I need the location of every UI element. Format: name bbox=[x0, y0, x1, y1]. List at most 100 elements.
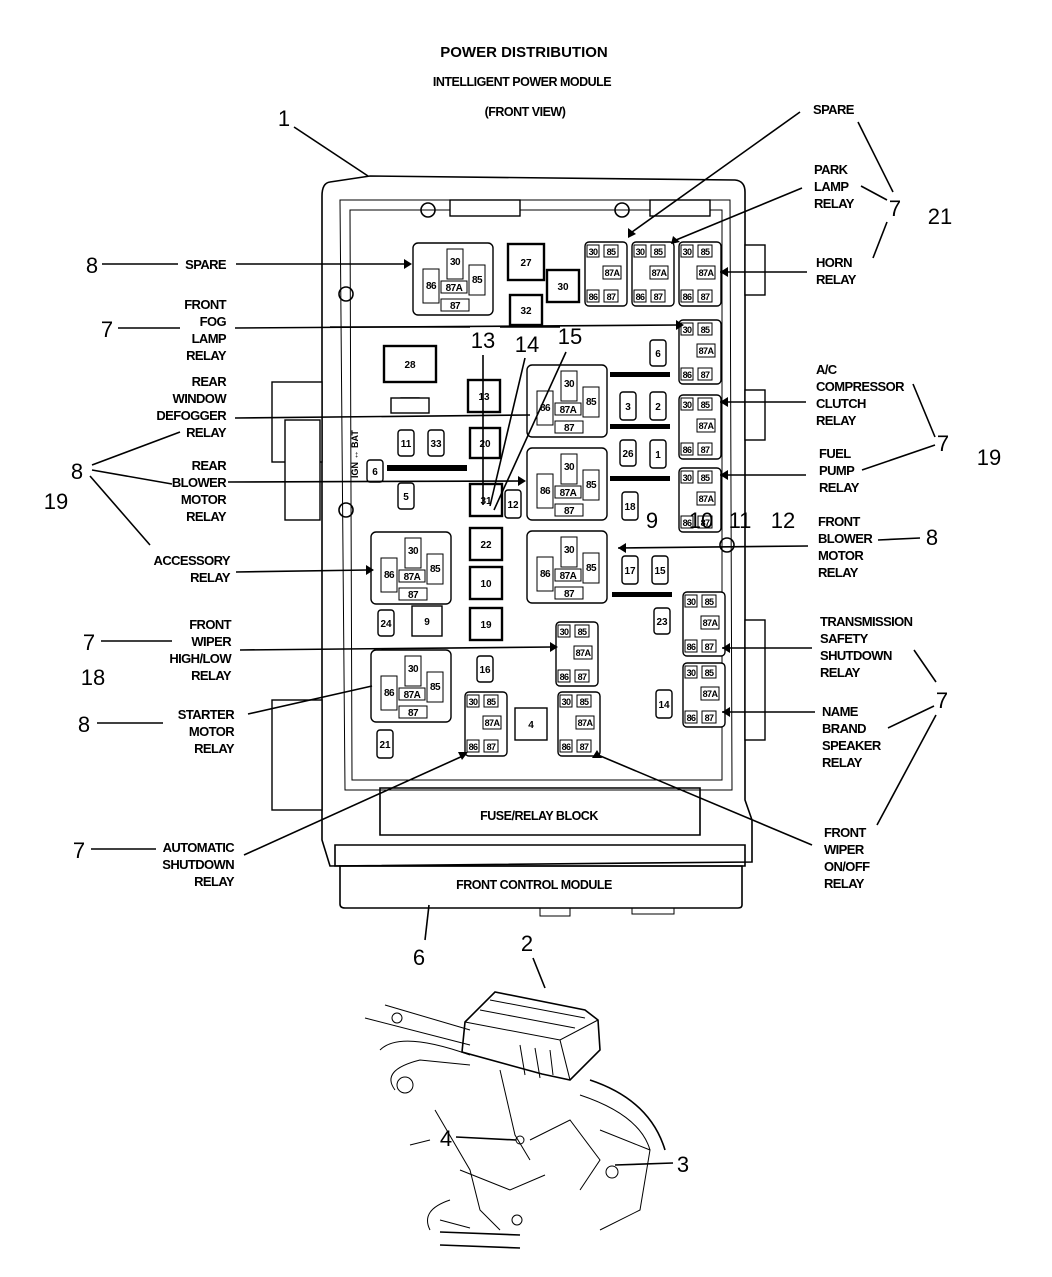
relay-pin-87a: 87A bbox=[404, 572, 421, 583]
mini-fuse-number: 17 bbox=[624, 566, 636, 577]
relay-pin-86: 86 bbox=[683, 292, 692, 302]
mini-fuse-18: 18 bbox=[621, 491, 639, 521]
label-name-brand-speaker-relay-line: SPEAKER bbox=[822, 738, 882, 753]
label-front-wiper-on-off-relay-line: WIPER bbox=[824, 842, 865, 857]
mini-fuse-3: 3 bbox=[619, 391, 637, 421]
svg-text:9: 9 bbox=[424, 617, 430, 628]
callout-9: 9 bbox=[646, 508, 658, 533]
relay-pin-87: 87 bbox=[487, 742, 496, 752]
mini-fuse-5: 5 bbox=[397, 482, 415, 510]
label-ac-compressor-clutch-relay-line: CLUTCH bbox=[816, 396, 866, 411]
relay-pin-87: 87 bbox=[578, 672, 587, 682]
label-spare-left-line: SPARE bbox=[185, 257, 227, 272]
mini-fuse-number: 11 bbox=[401, 439, 412, 450]
relay-pin-87a: 87A bbox=[560, 488, 577, 499]
relay-pin-87: 87 bbox=[450, 301, 461, 312]
relay-pin-85: 85 bbox=[430, 564, 441, 575]
label-name-brand-speaker-relay-line: BRAND bbox=[822, 721, 866, 736]
relay-pin-30: 30 bbox=[408, 546, 419, 557]
relay-pin-85: 85 bbox=[705, 668, 714, 678]
label-starter-motor-relay-line: RELAY bbox=[194, 741, 235, 756]
mini-fuse-26: 26 bbox=[619, 439, 637, 467]
maxi-fuse-4: 4 bbox=[514, 707, 548, 741]
svg-text:13: 13 bbox=[478, 392, 490, 403]
relay-pin-30: 30 bbox=[687, 597, 696, 607]
callout-7-wiper-hl: 7 bbox=[83, 630, 95, 655]
fuse-strip-bar bbox=[610, 476, 670, 481]
callout-7-fog: 7 bbox=[101, 317, 113, 342]
relay-pin-30: 30 bbox=[687, 668, 696, 678]
callout-8-front-blower: 8 bbox=[926, 525, 938, 550]
label-rear-blower-motor-relay-line: REAR bbox=[192, 458, 228, 473]
relay-pin-30: 30 bbox=[408, 664, 419, 675]
svg-text:27: 27 bbox=[520, 258, 532, 269]
label-transmission-safety-shutdown-relay-line: SHUTDOWN bbox=[820, 648, 892, 663]
mini-fuse-number: 16 bbox=[479, 665, 491, 676]
front-control-module: FRONT CONTROL MODULE bbox=[339, 865, 743, 917]
callout-7-top: 7 bbox=[889, 196, 901, 221]
relay-pin-30: 30 bbox=[589, 247, 598, 257]
label-name-brand-speaker-relay-line: RELAY bbox=[822, 755, 863, 770]
label-transmission-safety-shutdown-relay-line: RELAY bbox=[820, 665, 861, 680]
mini-fuse-1: 1 bbox=[649, 439, 667, 469]
mini-fuse-number: 33 bbox=[430, 439, 442, 450]
label-front-wiper-high-low-relay-line: WIPER bbox=[191, 634, 232, 649]
relay-pin-85: 85 bbox=[701, 325, 710, 335]
svg-text:32: 32 bbox=[520, 306, 532, 317]
callout-21: 21 bbox=[928, 204, 952, 229]
relay-pin-85: 85 bbox=[472, 275, 483, 286]
maxi-fuse-27: 27 bbox=[506, 242, 546, 282]
diagram-view-label: (FRONT VIEW) bbox=[485, 105, 566, 119]
label-ac-compressor-clutch-relay-line: COMPRESSOR bbox=[816, 379, 905, 394]
relay-pin-86: 86 bbox=[683, 518, 692, 528]
callout-19-left: 19 bbox=[44, 489, 68, 514]
relay-pin-87a: 87A bbox=[560, 571, 577, 582]
callout-1: 1 bbox=[278, 106, 290, 131]
mini-fuse-number: 15 bbox=[654, 566, 666, 577]
relay-pin-87: 87 bbox=[705, 713, 714, 723]
callout-8-starter: 8 bbox=[78, 712, 90, 737]
label-rear-blower-motor-relay-line: RELAY bbox=[186, 509, 227, 524]
label-name-brand-speaker-relay-line: NAME bbox=[822, 704, 859, 719]
label-front-blower-motor-relay-line: BLOWER bbox=[818, 531, 873, 546]
maxi-fuse-13: 13 bbox=[466, 378, 502, 414]
label-horn-relay-line: HORN bbox=[816, 255, 852, 270]
relay-pin-87a: 87A bbox=[699, 346, 715, 356]
relay-pin-30: 30 bbox=[683, 473, 692, 483]
mini-fuse-number: 18 bbox=[624, 502, 636, 513]
mini-fuse-number: 14 bbox=[658, 700, 670, 711]
label-rear-window-defogger-relay-line: REAR bbox=[192, 374, 228, 389]
maxi-fuse-28: 28 bbox=[382, 344, 438, 384]
mini-fuse-12: 12 bbox=[504, 489, 522, 519]
label-rear-blower-motor-relay-line: MOTOR bbox=[181, 492, 227, 507]
fuse-relay-block-panel: FUSE/RELAY BLOCK bbox=[334, 787, 746, 867]
mini-fuse-number: 2 bbox=[655, 402, 661, 413]
relay-pin-86: 86 bbox=[540, 403, 551, 414]
maxi-fuse-30: 30 bbox=[545, 268, 581, 304]
diagram-title: POWER DISTRIBUTION bbox=[440, 44, 608, 61]
relay-pin-87a: 87A bbox=[703, 689, 719, 699]
relay-pin-87: 87 bbox=[564, 506, 575, 517]
label-front-fog-lamp-relay-line: FOG bbox=[200, 314, 227, 329]
relay-pin-86: 86 bbox=[687, 642, 696, 652]
relay-pin-85: 85 bbox=[586, 397, 597, 408]
callout-7-ac: 7 bbox=[937, 431, 949, 456]
label-front-wiper-high-low-relay-line: RELAY bbox=[191, 668, 232, 683]
maxi-fuse-31: 31 bbox=[468, 482, 504, 518]
maxi-fuse-9: 9 bbox=[411, 605, 443, 637]
label-starter-motor-relay-line: STARTER bbox=[178, 707, 235, 722]
